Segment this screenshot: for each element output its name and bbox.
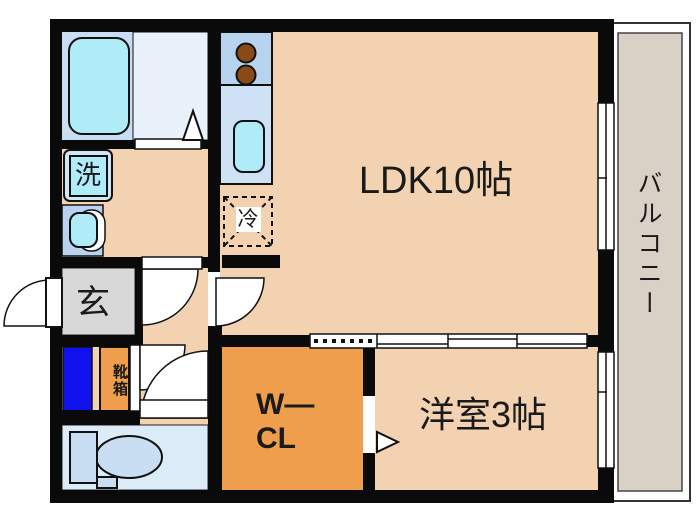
wall-left-upper (50, 19, 62, 280)
kitchen-sink (233, 120, 265, 173)
hall-ldk-door-arc (215, 277, 265, 327)
wall-inner-vertical-lower (208, 347, 222, 490)
bathroom-threshold (134, 138, 202, 150)
shoe-cabinet (99, 346, 130, 412)
ldk-label: LDK10帖 (358, 160, 514, 202)
washing-machine-label: 洗 (74, 160, 101, 190)
wall-bath-divider-left (62, 140, 135, 149)
refrigerator-label-text: 冷 (235, 207, 261, 232)
shoe-cabinet-label: 靴箱 (111, 364, 128, 398)
wcl-opening (363, 396, 375, 453)
bathroom-door-swing (181, 107, 205, 141)
wall-ldk-wcl-left (222, 335, 312, 347)
washroom-door-arc (141, 268, 199, 326)
wall-wcl-western-lower (363, 452, 375, 490)
balcony-label: バルコニー (634, 170, 662, 320)
walk-in-closet-floor (222, 347, 363, 490)
washroom-door-leaf (141, 256, 203, 270)
wall-kitchen-stub (222, 255, 280, 268)
wall-right-upper (598, 19, 614, 103)
stove-burner-2 (235, 64, 257, 86)
walk-in-closet-label: W—CL (256, 388, 315, 455)
wall-toilet-top (50, 410, 140, 425)
wall-entrance-bottom (50, 335, 143, 347)
entrance-door-arc (3, 279, 51, 327)
stove-burner-1 (235, 42, 257, 64)
wall-inner-vertical-upper (208, 32, 220, 272)
wall-wcl-western-upper (363, 347, 375, 397)
toilet-step (96, 476, 118, 489)
wall-right-middle (598, 250, 614, 352)
toilet-door-leaf (139, 399, 209, 419)
wall-ldk-wcl-right (585, 335, 598, 347)
entrance-mat (62, 346, 93, 412)
wall-inner-vertical-mid (208, 326, 222, 347)
balcony-floor (617, 32, 683, 492)
wall-top (50, 19, 614, 32)
bathtub (68, 37, 130, 135)
wcl-door-swing (376, 430, 401, 454)
wall-entrance-hall (135, 268, 143, 346)
wall-bath-divider-right (201, 140, 208, 149)
refrigerator-diagonal-2 (223, 196, 273, 247)
toilet-tank (69, 431, 98, 484)
toilet-bowl (95, 435, 163, 479)
refrigerator-space (223, 196, 273, 247)
wall-bottom (50, 490, 614, 503)
wall-washroom-divider-right (200, 257, 208, 268)
wall-right-lower (598, 468, 614, 503)
entrance-label: 玄 (76, 284, 110, 322)
western-room-label: 洋室3帖 (418, 394, 548, 435)
washing-machine (69, 155, 108, 197)
refrigerator-label: 冷 (220, 207, 276, 232)
wash-basin (69, 212, 98, 248)
entrance-door-leaf (45, 277, 63, 328)
refrigerator-diagonal-1 (223, 196, 273, 247)
wall-washroom-divider-left (62, 257, 142, 268)
hall-door-leaf (129, 344, 141, 412)
